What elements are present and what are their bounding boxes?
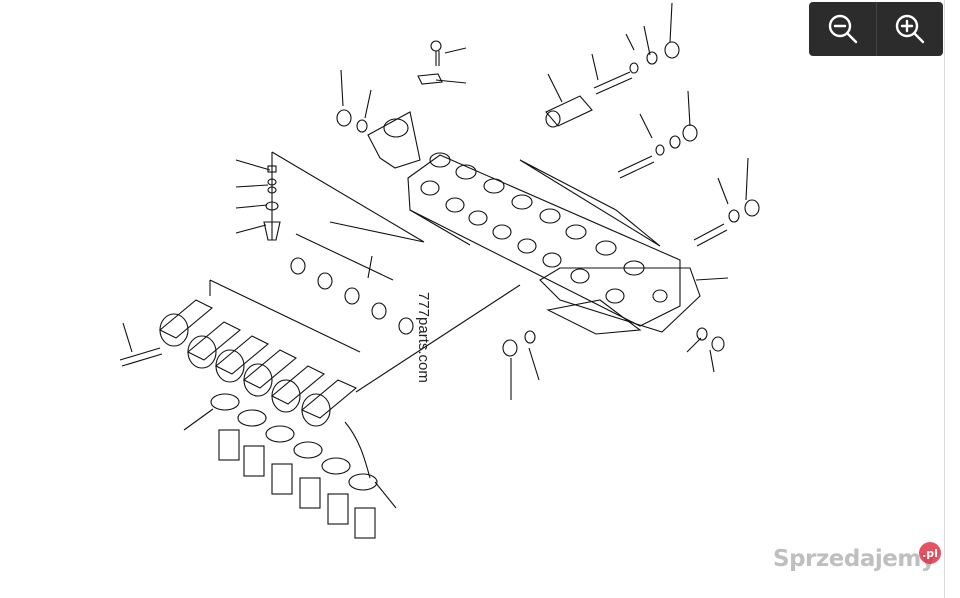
connectors [210, 393, 378, 539]
o-rings [290, 257, 414, 335]
brand-watermark: Sprzedajemy [773, 546, 936, 572]
fittings [263, 165, 281, 241]
solenoids [119, 299, 358, 427]
leader-lines [122, 2, 749, 509]
top-bolt [417, 40, 467, 85]
zoom-out-button[interactable] [809, 2, 876, 56]
zoom-out-icon [828, 14, 857, 44]
zoom-in-icon [895, 14, 925, 44]
brand-badge: .pl [919, 542, 941, 564]
bracket-lines [209, 151, 521, 393]
zoom-controls [809, 2, 943, 56]
zoom-in-button[interactable] [876, 2, 943, 56]
valve-body [367, 111, 701, 335]
spool-parts [336, 41, 760, 357]
diagram-watermark: 777parts.com [415, 292, 432, 383]
viewer-edge [944, 0, 945, 598]
